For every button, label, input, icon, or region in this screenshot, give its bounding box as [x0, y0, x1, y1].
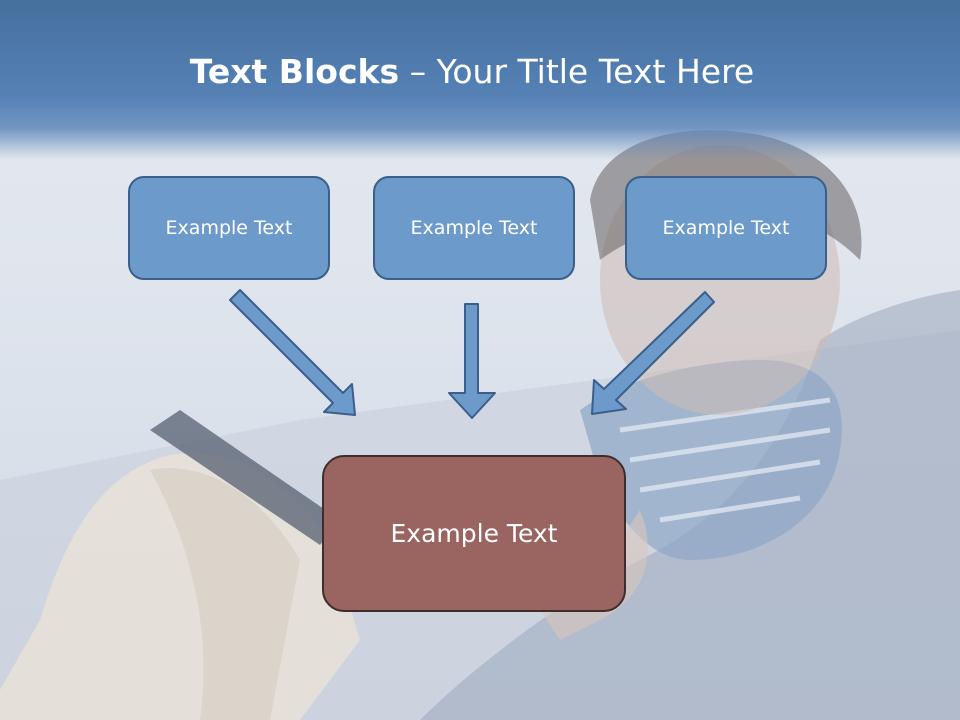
leg-shadow: [150, 468, 300, 720]
arrow-left[interactable]: [229, 289, 356, 416]
tablet: [150, 410, 340, 545]
arrow-right[interactable]: [591, 291, 715, 415]
arrow-center[interactable]: [448, 303, 496, 419]
text-block-left-label: Example Text: [165, 217, 293, 239]
text-block-center[interactable]: Example Text: [373, 176, 575, 280]
text-block-bottom-label: Example Text: [390, 519, 558, 548]
title-separator: –: [399, 52, 437, 91]
title-rest: Your Title Text Here: [436, 52, 755, 91]
text-block-center-label: Example Text: [410, 217, 538, 239]
text-block-right[interactable]: Example Text: [625, 176, 827, 280]
text-block-left[interactable]: Example Text: [128, 176, 330, 280]
header-band: [0, 0, 960, 160]
title-bold: Text Blocks: [189, 52, 400, 91]
text-block-bottom[interactable]: Example Text: [322, 455, 626, 612]
slide-title: Text Blocks – Your Title Text Here: [0, 52, 944, 91]
text-block-right-label: Example Text: [662, 217, 790, 239]
